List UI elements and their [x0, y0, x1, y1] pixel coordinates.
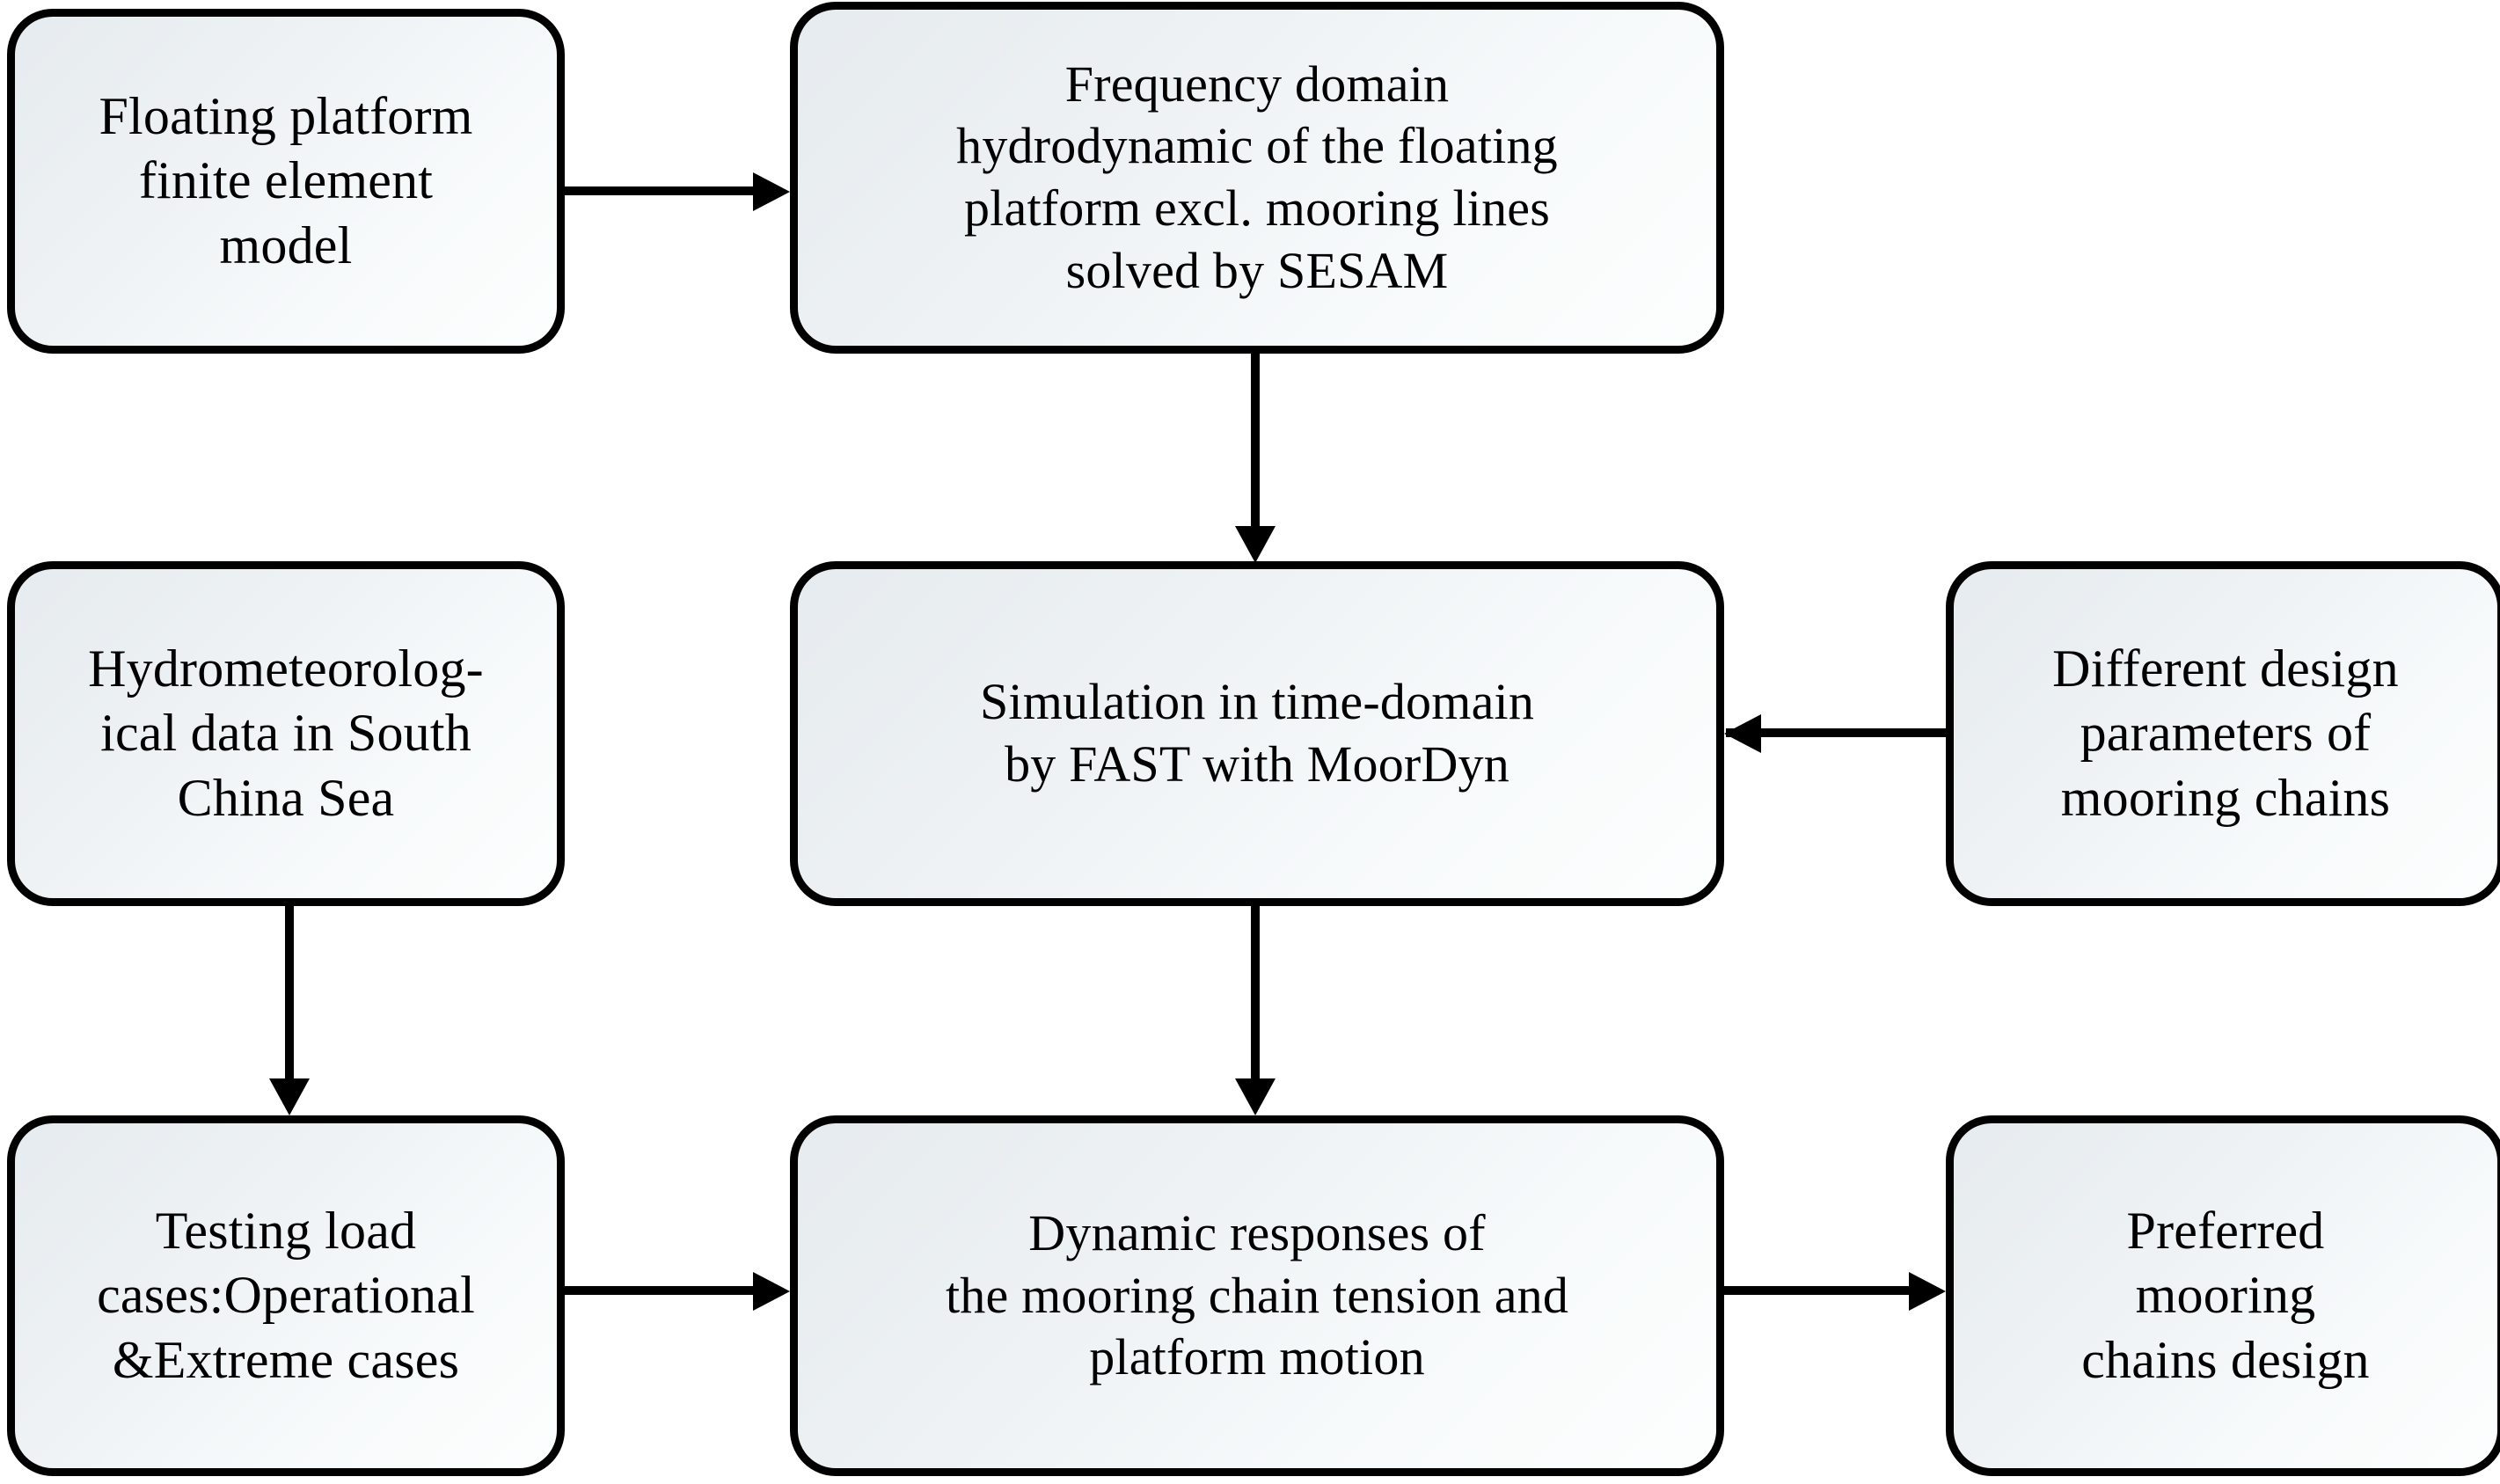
edge-shaft: [1722, 1286, 1911, 1295]
node-label: Simulation in time-domain by FAST with M…: [979, 673, 1535, 793]
node-dynamic-responses[interactable]: Dynamic responses of the mooring chain t…: [790, 1115, 1724, 1476]
edge-shaft: [1726, 728, 1946, 737]
node-label: Different design parameters of mooring c…: [2052, 640, 2399, 827]
node-label: Dynamic responses of the mooring chain t…: [945, 1203, 1569, 1386]
node-hydrometeorological-data[interactable]: Hydrometeorolog- ical data in South Chin…: [7, 561, 565, 906]
node-label: Preferred mooring chains design: [2081, 1202, 2370, 1389]
node-floating-platform-finite-element-model[interactable]: Floating platform finite element model: [7, 9, 565, 354]
arrowhead-left-icon: [1724, 714, 1761, 753]
node-preferred-mooring-chains-design[interactable]: Preferred mooring chains design: [1946, 1115, 2500, 1476]
arrowhead-down-icon: [1235, 526, 1276, 563]
edge-shaft: [285, 904, 294, 1080]
edge-shaft: [563, 186, 755, 195]
edge-shaft: [1251, 904, 1260, 1080]
node-label: Frequency domain hydrodynamic of the flo…: [956, 55, 1558, 299]
arrowhead-down-icon: [1235, 1078, 1276, 1115]
node-testing-load-cases[interactable]: Testing load cases:Operational &Extreme …: [7, 1115, 565, 1476]
node-simulation-time-domain-fast-moordyn[interactable]: Simulation in time-domain by FAST with M…: [790, 561, 1724, 906]
node-frequency-domain-hydrodynamic[interactable]: Frequency domain hydrodynamic of the flo…: [790, 2, 1724, 354]
node-label: Testing load cases:Operational &Extreme …: [97, 1202, 475, 1389]
arrowhead-down-icon: [269, 1078, 310, 1115]
edge-shaft: [1251, 350, 1260, 528]
node-different-design-parameters[interactable]: Different design parameters of mooring c…: [1946, 561, 2500, 906]
node-label: Floating platform finite element model: [99, 87, 473, 274]
arrowhead-right-icon: [1909, 1272, 1946, 1311]
node-label: Hydrometeorolog- ical data in South Chin…: [88, 640, 484, 827]
arrowhead-right-icon: [753, 172, 790, 211]
arrowhead-right-icon: [753, 1272, 790, 1311]
edge-shaft: [563, 1286, 755, 1295]
